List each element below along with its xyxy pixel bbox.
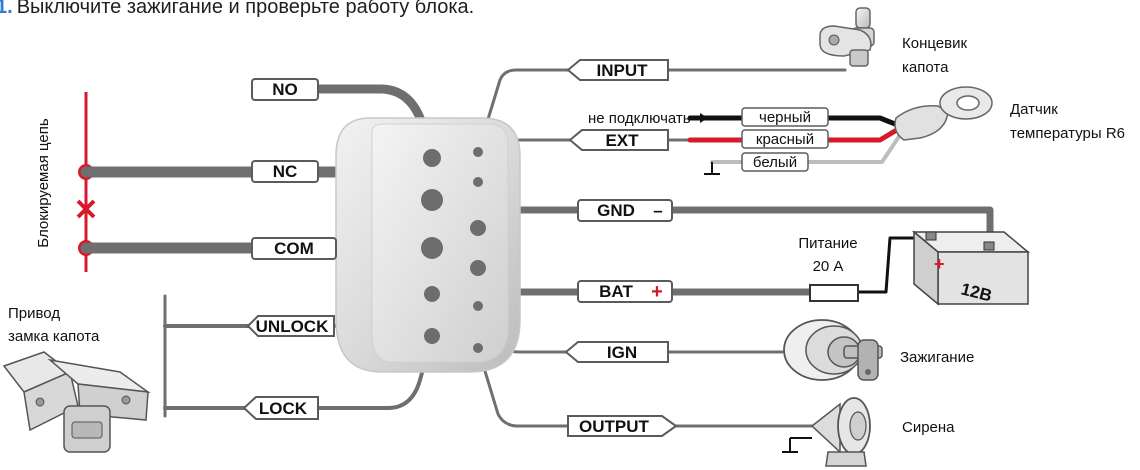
terminal-input — [473, 147, 483, 157]
siren-caption: Сирена — [902, 419, 955, 436]
relay-block — [335, 117, 521, 373]
label-input: INPUT — [566, 59, 669, 81]
label-bat: BAT + — [577, 280, 673, 303]
left-labels: NO NC COM UNLOCK LOCK — [242, 78, 337, 420]
label-lock: LOCK — [242, 396, 319, 420]
wire-output — [476, 346, 814, 428]
hood-lock-actuator-icon — [2, 351, 151, 453]
terminal-output — [473, 343, 483, 353]
label-nc: NC — [251, 160, 319, 183]
label-ext-text: EXT — [605, 131, 639, 150]
label-no-text: NO — [272, 80, 298, 99]
label-no: NO — [251, 78, 319, 101]
hood-switch-icon — [819, 7, 875, 67]
wire-lock — [163, 334, 434, 410]
black-wire-label: черный — [759, 109, 811, 126]
power-caption-1: Питание — [798, 235, 857, 252]
label-output-text: OUTPUT — [579, 417, 650, 436]
terminal-com — [421, 237, 443, 259]
hood-switch-caption-2: капота — [902, 59, 949, 76]
terminal-no — [423, 149, 441, 167]
temperature-sensor-icon — [894, 86, 993, 141]
label-com: COM — [251, 237, 337, 260]
label-gnd-text: GND — [597, 201, 635, 220]
terminal-lock — [424, 328, 440, 344]
battery-plus: + — [934, 254, 945, 274]
label-ign-text: IGN — [607, 343, 637, 362]
label-nc-text: NC — [273, 162, 298, 181]
fuse-icon — [809, 284, 859, 302]
terminal-nc — [421, 189, 443, 211]
right-labels: INPUT EXT GND – BAT + IGN OUT — [564, 59, 678, 437]
instruction-header: 1.Выключите зажигание и проверьте работу… — [0, 0, 1096, 22]
red-wire-label: красный — [756, 131, 814, 148]
label-unlock-text: UNLOCK — [256, 317, 329, 336]
break-x-icon — [76, 199, 96, 219]
terminal-ext — [473, 177, 483, 187]
white-wire-label: белый — [753, 154, 797, 171]
terminal-ign — [473, 301, 483, 311]
label-lock-text: LOCK — [259, 399, 308, 418]
temp-sensor-caption-2: температуры R6 — [1010, 125, 1125, 142]
step-number: 1. — [0, 0, 13, 18]
actuator-caption-1: Привод — [8, 305, 60, 322]
label-bat-sign: + — [651, 281, 663, 303]
label-ign: IGN — [564, 341, 669, 363]
wire-input — [476, 68, 847, 154]
hood-switch-caption-1: Концевик — [902, 35, 967, 52]
label-ext: EXT — [568, 129, 669, 151]
ignition-lock-icon — [783, 319, 883, 381]
battery-icon: + 12В — [911, 230, 1031, 306]
instruction-text: Выключите зажигание и проверьте работу б… — [16, 0, 475, 18]
label-gnd: GND – — [577, 199, 673, 222]
black-wire-label-box — [741, 107, 829, 127]
red-wire-label-box — [741, 129, 829, 149]
label-com-text: COM — [274, 239, 314, 258]
actuator-caption-2: замка капота — [8, 328, 100, 345]
wire-gnd — [474, 206, 994, 266]
terminal-bat — [470, 260, 486, 276]
power-caption-2: 20 А — [813, 258, 844, 275]
ignition-caption: Зажигание — [900, 349, 974, 366]
siren-ground-icon — [782, 437, 812, 453]
blocked-circuit-caption: Блокируемая цепь — [35, 118, 52, 248]
temp-sensor-caption-1: Датчик — [1010, 101, 1058, 118]
siren-icon — [782, 397, 871, 467]
terminal-unlock — [424, 286, 440, 302]
label-unlock: UNLOCK — [246, 315, 335, 337]
sensor-wire-labels: не подключать черный красный белый — [588, 107, 829, 175]
ground-icon — [704, 162, 720, 175]
white-wire-label-box — [741, 152, 809, 172]
no-connect-text: не подключать — [588, 110, 691, 127]
label-bat-text: BAT — [599, 282, 633, 301]
label-input-text: INPUT — [597, 61, 649, 80]
terminal-gnd — [470, 220, 486, 236]
label-gnd-sign: – — [653, 201, 662, 220]
label-output: OUTPUT — [567, 415, 678, 437]
wire-bat-power — [856, 236, 930, 294]
